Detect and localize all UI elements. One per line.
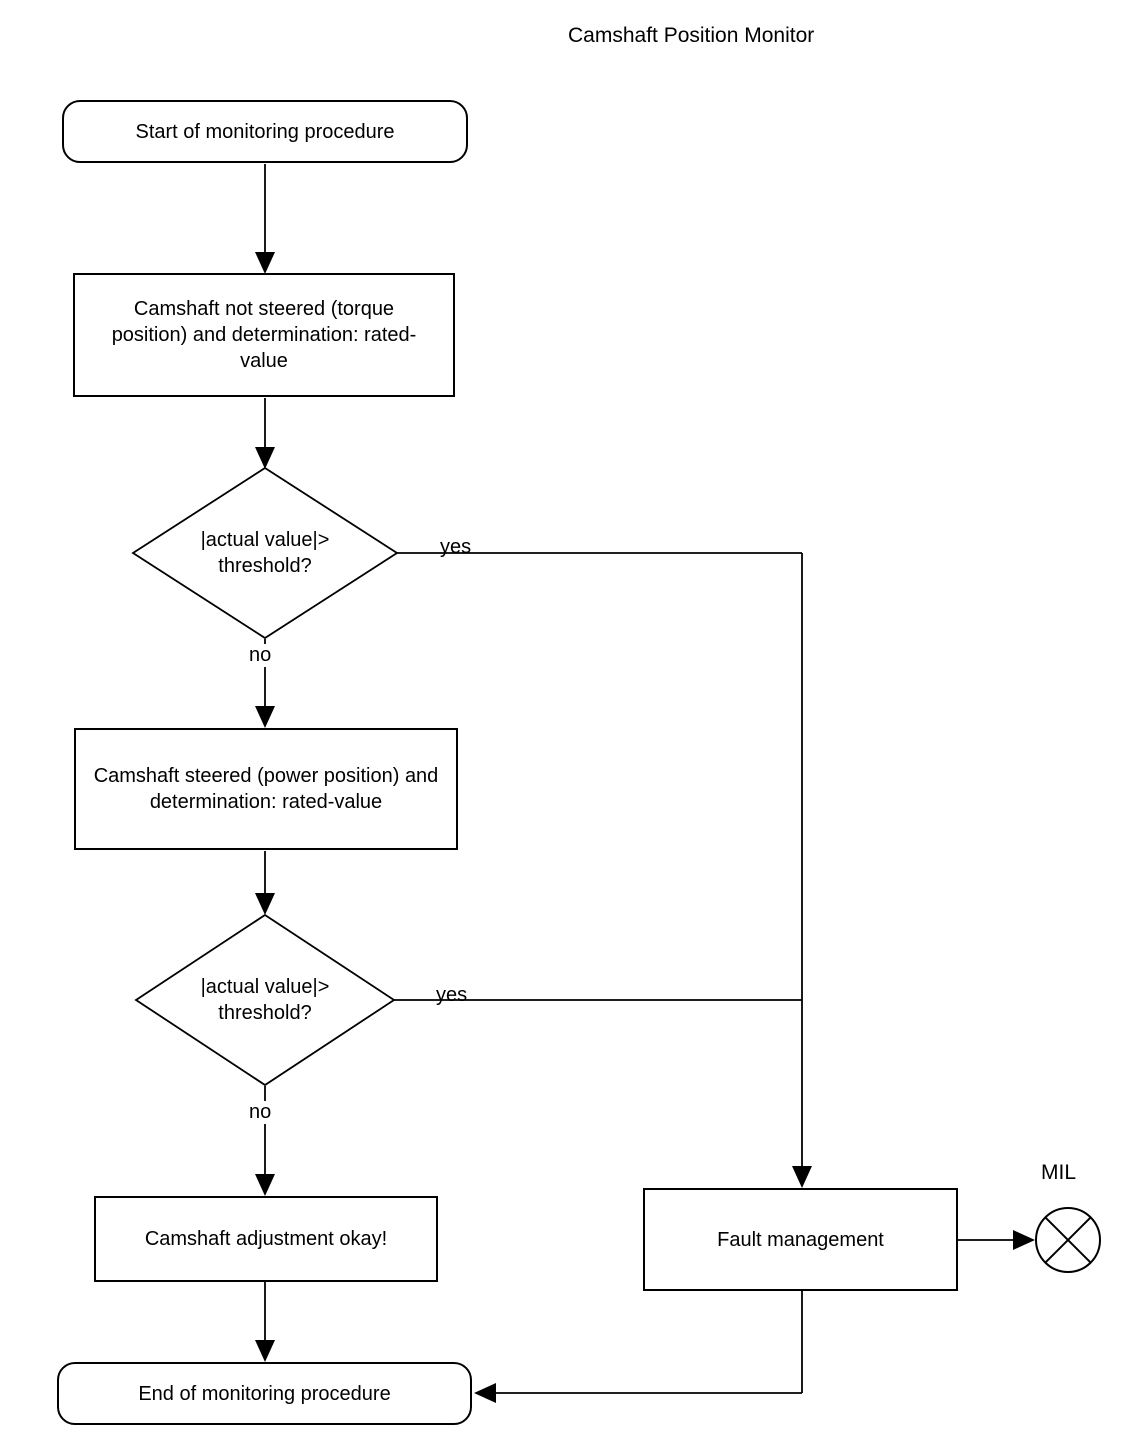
arrowhead-into-okay bbox=[255, 1174, 275, 1196]
mil-label: MIL bbox=[1041, 1161, 1077, 1184]
arrowhead-into-end-top bbox=[255, 1340, 275, 1362]
decision1-yes-label: yes bbox=[440, 536, 472, 558]
decision1-label: |actual value|> threshold? bbox=[200, 529, 330, 577]
process-camshaft-steered-label: Camshaft steered (power position) and de… bbox=[93, 765, 439, 813]
arrowhead-into-decision1 bbox=[255, 447, 275, 469]
start-node-label: Start of monitoring procedure bbox=[135, 120, 395, 143]
decision2-threshold: |actual value|> threshold? bbox=[165, 950, 365, 1050]
process-camshaft-steered: Camshaft steered (power position) and de… bbox=[74, 728, 458, 850]
process-camshaft-not-steered: Camshaft not steered (torque position) a… bbox=[73, 273, 455, 397]
decision1-threshold: |actual value|> threshold? bbox=[165, 503, 365, 603]
process-adjustment-okay-label: Camshaft adjustment okay! bbox=[144, 1228, 388, 1250]
decision1-no-label: no bbox=[246, 644, 275, 667]
end-node-label: End of monitoring procedure bbox=[138, 1382, 391, 1405]
arrowhead-into-fault bbox=[792, 1166, 812, 1188]
decision2-diamond bbox=[134, 913, 396, 1087]
arrowhead-into-mil bbox=[1013, 1230, 1035, 1250]
decision2-yes-label: yes bbox=[436, 984, 468, 1006]
arrowhead-into-proc1 bbox=[255, 252, 275, 274]
process-fault-management-label: Fault management bbox=[717, 1228, 884, 1251]
process-fault-management: Fault management bbox=[643, 1188, 958, 1291]
start-node: Start of monitoring procedure bbox=[62, 100, 468, 163]
process-camshaft-not-steered-label: Camshaft not steered (torque position) a… bbox=[111, 298, 417, 372]
end-node: End of monitoring procedure bbox=[57, 1362, 472, 1425]
process-adjustment-okay: Camshaft adjustment okay! bbox=[94, 1196, 438, 1282]
mil-lamp-icon bbox=[1035, 1207, 1101, 1273]
arrowhead-into-proc2 bbox=[255, 706, 275, 728]
diagram-title: Camshaft Position Monitor bbox=[568, 24, 815, 47]
decision2-label: |actual value|> threshold? bbox=[200, 976, 330, 1024]
arrowhead-into-decision2 bbox=[255, 893, 275, 915]
decision1-diamond bbox=[131, 466, 399, 640]
arrowhead-into-end-right bbox=[474, 1383, 496, 1403]
decision2-no-label: no bbox=[246, 1101, 275, 1124]
